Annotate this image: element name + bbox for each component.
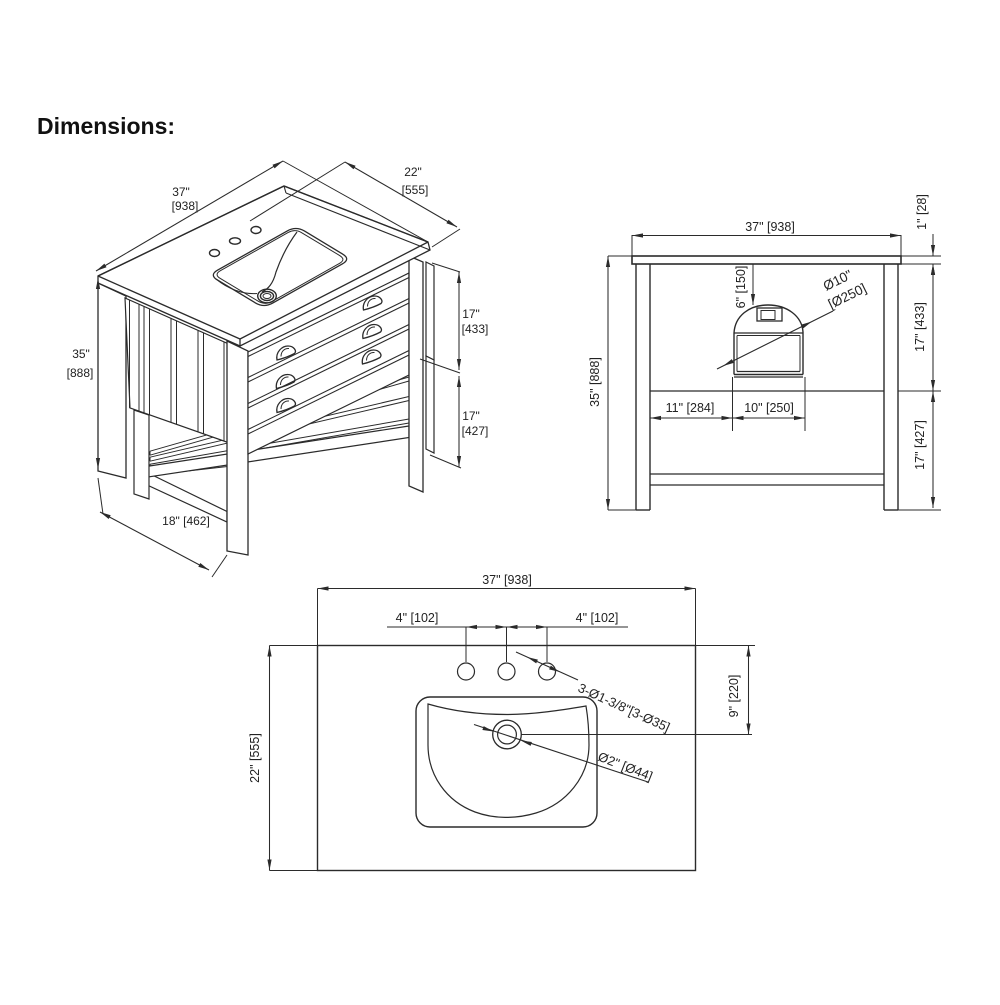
svg-text:[433]: [433] xyxy=(462,322,489,336)
svg-text:[427]: [427] xyxy=(462,424,489,438)
svg-text:35": 35" xyxy=(72,347,90,361)
svg-text:22" [555]: 22" [555] xyxy=(248,733,262,783)
svg-text:37" [938]: 37" [938] xyxy=(482,573,532,587)
svg-text:6" [150]: 6" [150] xyxy=(734,266,748,309)
svg-text:22": 22" xyxy=(404,165,422,179)
svg-text:11" [284]: 11" [284] xyxy=(666,401,715,415)
svg-text:17" [433]: 17" [433] xyxy=(913,302,927,352)
svg-text:18" [462]: 18" [462] xyxy=(162,514,210,528)
svg-text:1" [28]: 1" [28] xyxy=(915,194,929,230)
svg-text:4" [102]: 4" [102] xyxy=(576,611,619,625)
svg-text:Dimensions:: Dimensions: xyxy=(37,113,175,139)
svg-text:[938]: [938] xyxy=(172,199,199,213)
svg-text:10" [250]: 10" [250] xyxy=(744,401,794,415)
svg-text:17": 17" xyxy=(462,307,480,321)
svg-text:35" [888]: 35" [888] xyxy=(588,357,602,407)
svg-text:[555]: [555] xyxy=(402,183,429,197)
svg-text:37": 37" xyxy=(172,185,190,199)
svg-text:[888]: [888] xyxy=(67,366,94,380)
svg-text:37" [938]: 37" [938] xyxy=(745,220,795,234)
svg-text:9" [220]: 9" [220] xyxy=(727,675,741,718)
svg-text:4" [102]: 4" [102] xyxy=(396,611,439,625)
svg-text:17": 17" xyxy=(462,409,480,423)
svg-text:17" [427]: 17" [427] xyxy=(913,420,927,470)
